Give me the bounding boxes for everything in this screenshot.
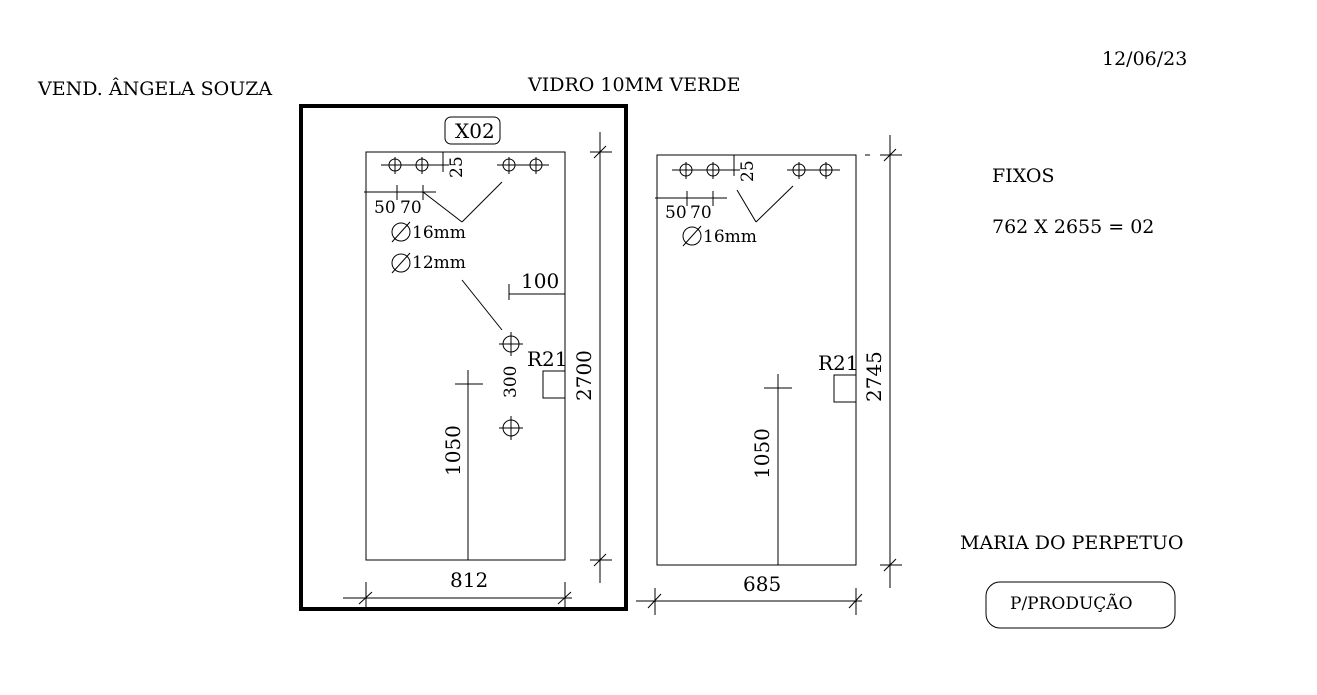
notch-r21	[542, 370, 566, 399]
dim-70: 70	[690, 203, 712, 223]
hole-marks-top-left	[381, 152, 549, 174]
radius-r21: R21	[527, 347, 568, 371]
panel-tag-box	[444, 116, 501, 145]
hole-12mm: 12mm	[412, 253, 466, 273]
hole-marks-middle	[499, 332, 523, 440]
diameter-icon	[682, 226, 702, 246]
dim-1050: 1050	[441, 425, 465, 476]
panel-tag: X02	[455, 119, 495, 143]
production-label: P/PRODUÇÃO	[1010, 593, 1133, 614]
radius-r21: R21	[818, 351, 859, 375]
hole-16mm: 16mm	[412, 223, 466, 243]
dim-50: 50	[665, 203, 687, 223]
dim-685: 685	[743, 572, 781, 596]
dim-2745: 2745	[862, 351, 886, 402]
dim-812: 812	[450, 568, 488, 592]
dim-1050: 1050	[750, 428, 774, 479]
glass-panel-right	[656, 154, 857, 566]
dim-50: 50	[374, 198, 396, 218]
fixos-spec: 762 X 2655 = 02	[992, 216, 1154, 238]
dim-25: 25	[738, 160, 758, 182]
dim-25: 25	[447, 156, 467, 178]
hole-16mm: 16mm	[703, 227, 757, 247]
vendor-text: VEND. ÂNGELA SOUZA	[37, 77, 272, 100]
fixos-title: FIXOS	[992, 165, 1054, 187]
dim-2700: 2700	[572, 350, 596, 401]
diameter-icon	[391, 222, 411, 242]
glass-panel-left	[365, 151, 566, 561]
diameter-icon	[391, 253, 411, 273]
dim-300: 300	[501, 366, 521, 398]
selected-panel-frame	[299, 104, 628, 611]
hole-marks-top-right	[672, 155, 840, 179]
client-name: MARIA DO PERPETUO	[960, 532, 1183, 554]
date-text: 12/06/23	[1102, 48, 1187, 70]
material-text: VIDRO 10MM VERDE	[527, 74, 741, 96]
production-box	[985, 581, 1176, 629]
dim-100: 100	[521, 269, 559, 293]
notch-r21	[833, 374, 857, 403]
dim-70: 70	[400, 198, 422, 218]
